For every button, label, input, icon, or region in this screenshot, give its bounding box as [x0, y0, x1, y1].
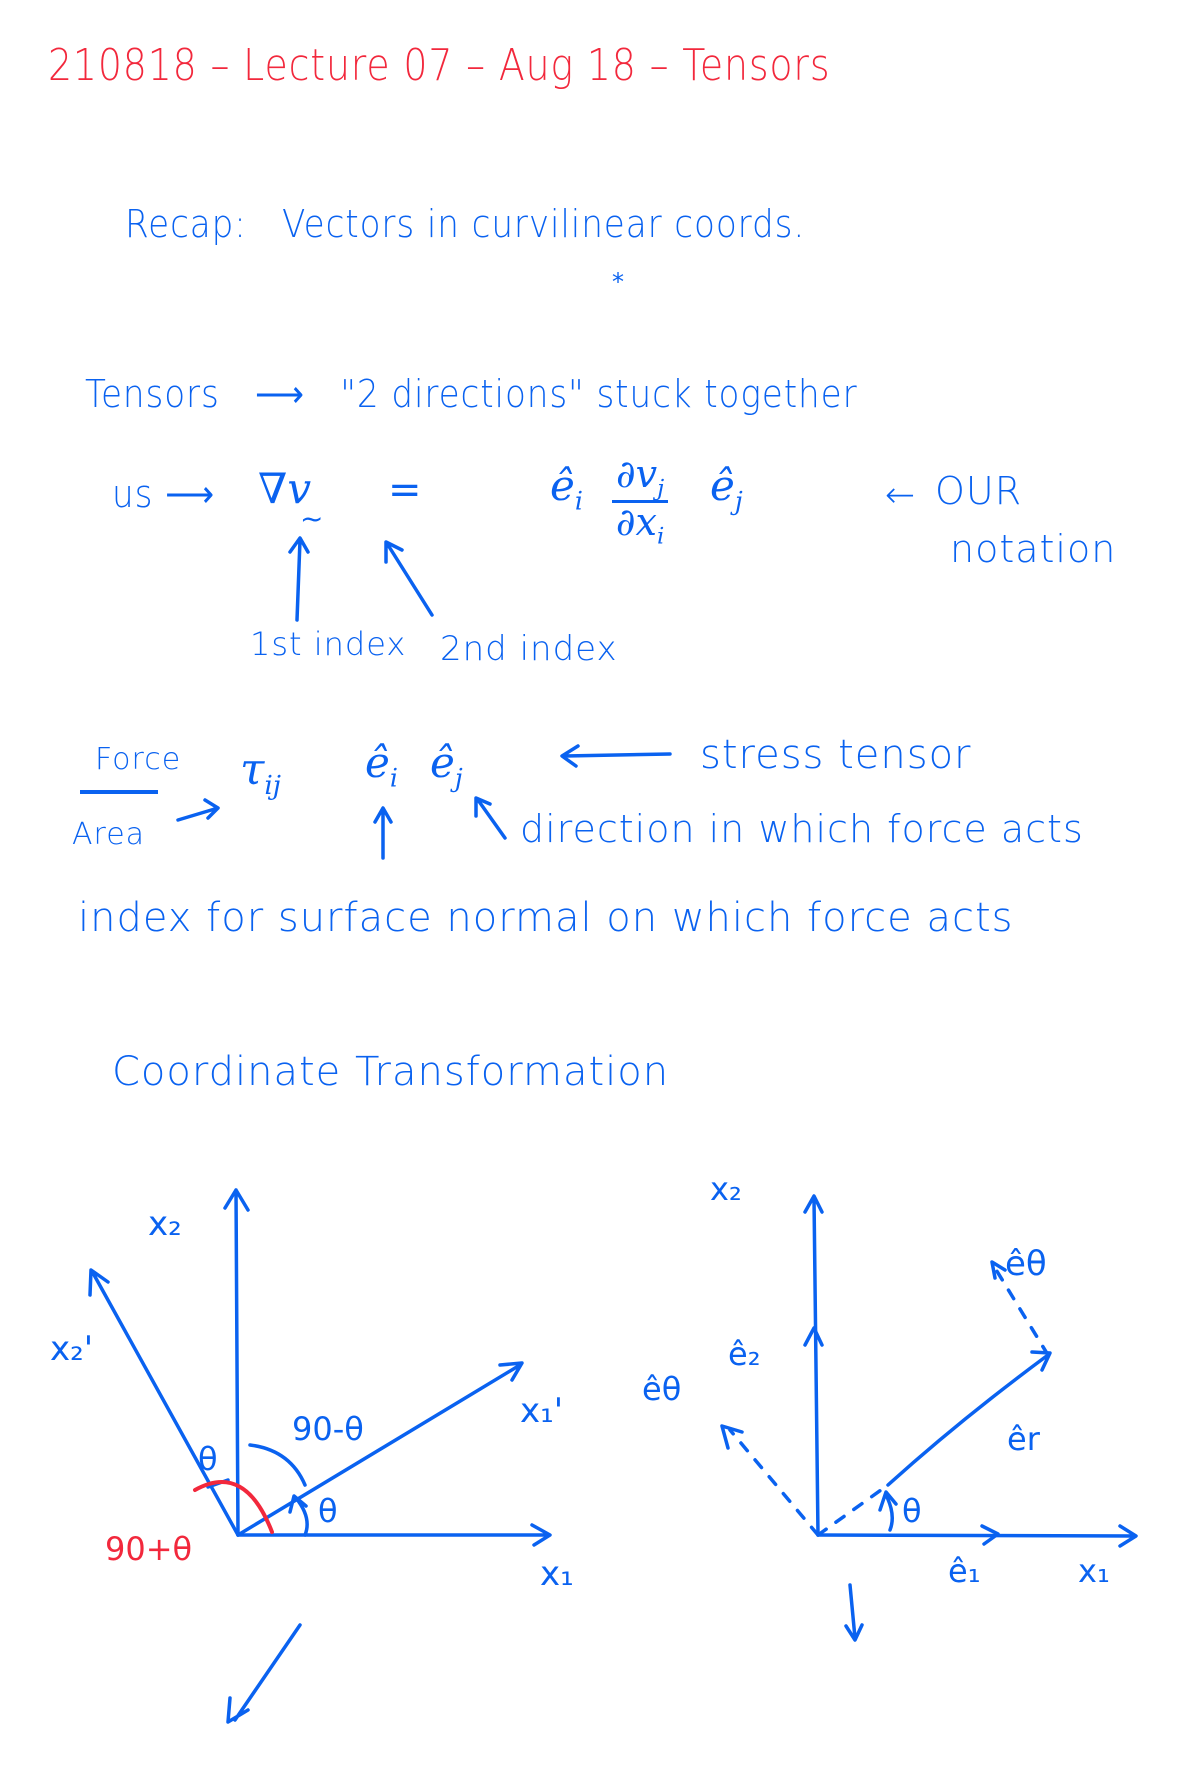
theta-arc-arrow [878, 1490, 898, 1532]
stress-tensor-label: stress tensor [700, 732, 972, 778]
up-arrow-icon [288, 536, 310, 622]
theta-arc-arrow [288, 1494, 309, 1537]
etheta-right-label: êθ [1005, 1244, 1047, 1284]
down-left-arrow-icon [226, 1623, 302, 1724]
etheta-left-dashed [728, 1428, 820, 1537]
e1-arrowhead [980, 1524, 1000, 1546]
recap-line: Recap: Vectors in curvilinear coords. [125, 205, 805, 243]
up-left-arrow-icon [384, 540, 434, 617]
etheta-right-dashed [993, 1266, 1050, 1357]
our-label: OUR [935, 469, 1023, 513]
notation-prefix: us ⟶ [112, 472, 215, 516]
tensors-definition-text: "2 directions" stuck together [340, 372, 858, 416]
x1-axis-label: x₁ [1078, 1552, 1110, 1590]
x1-axis-label: x₁ [540, 1554, 574, 1594]
supplement-angle-label: 90+θ [105, 1530, 192, 1568]
force-numerator: Force [95, 742, 182, 777]
complement-angle-label: 90-θ [292, 1410, 364, 1448]
theta-label: θ [902, 1492, 922, 1530]
tilde-mark: ~ [300, 502, 324, 535]
theta-bottom-label: θ [318, 1492, 338, 1530]
x1-axis-arrow [236, 1523, 552, 1547]
star-mark: * [612, 268, 624, 296]
notation-label: notation [950, 527, 1117, 571]
basis-e-i: êi [550, 461, 583, 516]
x2-axis-label: x₂ [148, 1204, 182, 1244]
first-index-label: 1st index [250, 625, 407, 663]
second-index-label: 2nd index [440, 629, 618, 669]
x2-prime-axis-label: x₂' [50, 1329, 93, 1369]
direction-note: direction in which force acts [520, 807, 1084, 851]
x2-prime-axis-arrow [88, 1268, 240, 1537]
x1-prime-axis-arrow [236, 1361, 524, 1537]
er-label: êr [1007, 1420, 1041, 1458]
x1-prime-axis-label: x₁' [520, 1391, 563, 1431]
e1-label: ê₁ [948, 1552, 981, 1590]
fraction-to-tau-arrow-icon [176, 798, 220, 822]
stress-basis-e-i: êi [365, 738, 398, 793]
supplement-angle-arc [193, 1480, 274, 1534]
x2-axis-arrow [803, 1194, 824, 1537]
polar-unit-vectors-diagram: x₂ ê₂ êθ êθ êr θ ê₁ x₁ [642, 1170, 1138, 1642]
stress-basis-e-j: êj [430, 738, 463, 793]
partial-fraction: ∂vj ∂xi [612, 455, 669, 549]
normal-note: index for surface normal on which force … [78, 895, 1014, 941]
right-arrow-icon: ⟶ [255, 372, 305, 416]
rotated-axes-diagram: x₂ x₁' x₂' x₁ θ 90-θ θ 90+θ [50, 1188, 574, 1724]
notation-note-arrow: ← [885, 475, 917, 516]
er-dashed-segment [816, 1483, 890, 1537]
index-pointer-arrows [288, 536, 434, 622]
stress-arrows [176, 744, 672, 860]
e2-arrowhead [803, 1326, 824, 1347]
theta-top-label: θ [198, 1440, 218, 1478]
gradient-v: ∇v [258, 464, 312, 513]
etheta-left-arrowhead [720, 1424, 744, 1450]
equals-sign: = [388, 467, 422, 513]
fraction-bar [80, 790, 158, 794]
direction-up-left-arrow-icon [474, 796, 507, 840]
e2-label: ê₂ [728, 1335, 761, 1373]
recap-label: Recap: [125, 202, 247, 246]
stress-left-arrow-icon [560, 744, 672, 768]
tensors-term: Tensors [85, 372, 220, 416]
x2-axis-label: x₂ [710, 1170, 742, 1208]
complement-angle-arc [248, 1443, 307, 1487]
x1-axis-arrow [816, 1524, 1138, 1548]
down-arrow-icon [844, 1583, 864, 1642]
tau-ij: τij [240, 744, 281, 801]
basis-e-j: êj [710, 461, 743, 516]
page-title: 210818 – Lecture 07 – Aug 18 – Tensors [48, 40, 831, 91]
etheta-right-arrowhead [990, 1260, 1007, 1280]
etheta-left-label: êθ [642, 1370, 681, 1408]
area-denominator: Area [72, 817, 146, 852]
normal-index-up-arrow-icon [373, 806, 393, 860]
recap-text: Vectors in curvilinear coords. [281, 202, 806, 246]
x2-axis-arrow [223, 1188, 250, 1537]
coordinate-transformation-heading: Coordinate Transformation [112, 1049, 670, 1095]
tensors-definition: Tensors ⟶ "2 directions" stuck together [85, 375, 858, 413]
er-arrow [886, 1350, 1052, 1487]
